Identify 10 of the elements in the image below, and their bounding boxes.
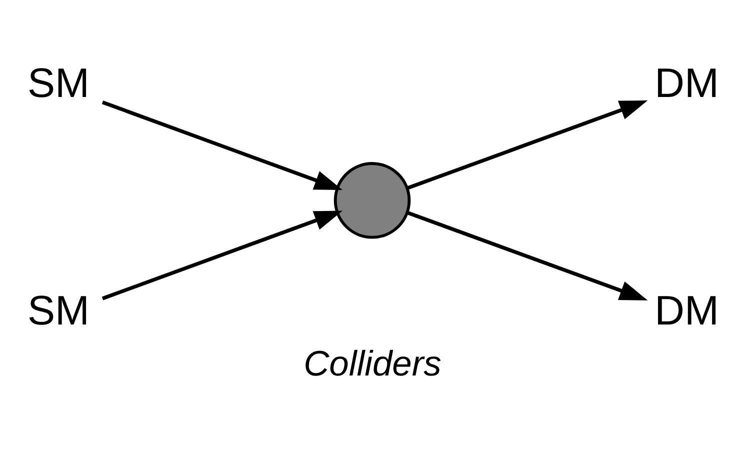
arrow bbox=[407, 211, 648, 300]
caption: Colliders bbox=[304, 344, 442, 384]
node-circle bbox=[334, 162, 411, 239]
node-text: SM bbox=[27, 60, 90, 106]
arrow bbox=[102, 210, 343, 300]
node-text: DM bbox=[654, 287, 719, 334]
arrow bbox=[102, 100, 343, 190]
arrow bbox=[407, 100, 648, 190]
node-text: DM bbox=[654, 60, 719, 106]
node-text: SM bbox=[27, 287, 90, 334]
